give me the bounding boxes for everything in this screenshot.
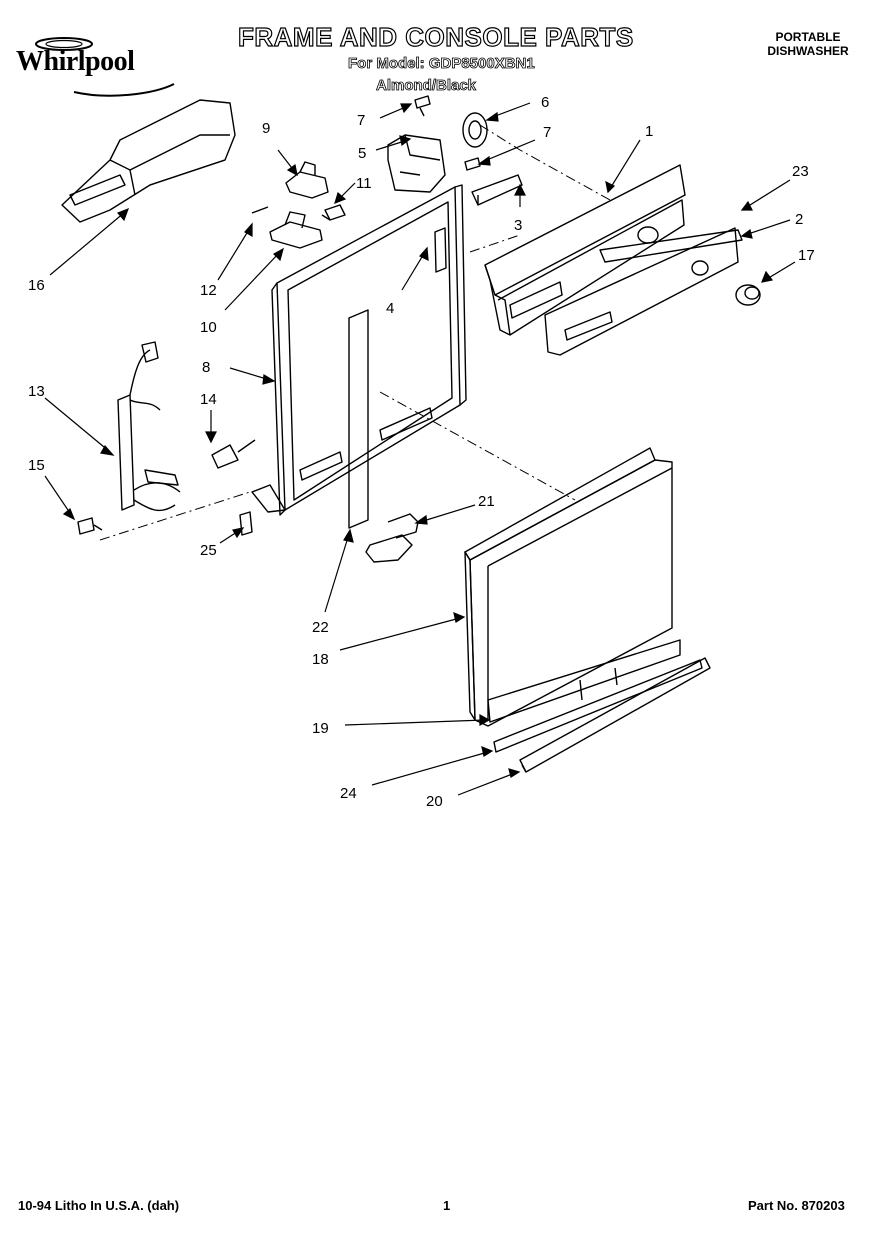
callout-17: 17 <box>798 247 815 264</box>
part-8-door-frame <box>251 184 467 516</box>
callout-22: 22 <box>312 619 329 636</box>
leader-14 <box>205 410 217 444</box>
product-type-line2: DISHWASHER <box>767 44 849 58</box>
part-10-bracket <box>269 211 323 249</box>
part-12-pin <box>251 206 269 214</box>
callout-14: 14 <box>200 391 217 408</box>
part-20-bottom-trim <box>519 657 711 773</box>
assembly-line-harness <box>99 491 251 541</box>
part-16-top-duct <box>61 99 236 223</box>
product-type-line1: PORTABLE <box>775 30 841 44</box>
leader-3 <box>514 183 526 207</box>
assembly-line-console <box>479 124 611 201</box>
footer-print-info: 10-94 Litho In U.S.A. (dah) <box>18 1198 180 1213</box>
callout-15: 15 <box>28 457 45 474</box>
leader-6 <box>485 102 531 122</box>
callout-7-right: 7 <box>543 124 551 141</box>
footer-part-number: Part No. 870203 <box>748 1198 845 1213</box>
callout-6: 6 <box>541 94 549 111</box>
callout-10: 10 <box>200 319 217 336</box>
leader-21 <box>414 504 476 525</box>
callout-18: 18 <box>312 651 329 668</box>
part-19-lower-panel <box>487 639 681 723</box>
part-6-knob-dial <box>462 112 488 148</box>
part-3-bracket <box>471 174 523 206</box>
leader-13 <box>44 397 115 456</box>
leader-4 <box>401 246 429 291</box>
callout-2: 2 <box>795 211 803 228</box>
logo-swoosh-icon <box>35 37 175 97</box>
callout-3: 3 <box>514 217 522 234</box>
leader-2 <box>740 219 791 239</box>
callout-8: 8 <box>202 359 210 376</box>
leader-1 <box>605 139 641 194</box>
leader-9 <box>277 149 298 177</box>
part-13-wire-harness <box>117 341 181 512</box>
leader-15 <box>44 475 76 521</box>
assembly-line-bracket <box>469 234 521 253</box>
part-23-trim-strip <box>599 229 743 263</box>
callout-7-top: 7 <box>357 112 365 129</box>
callout-5: 5 <box>358 145 366 162</box>
part-18-door-panel <box>464 447 673 727</box>
brand-name: Whirlpool <box>16 46 135 77</box>
product-type: PORTABLE DISHWASHER <box>748 30 868 58</box>
color-line: Almond/Black <box>376 77 477 95</box>
part-9-switch <box>285 161 329 199</box>
callout-25: 25 <box>200 542 217 559</box>
callout-11: 11 <box>356 175 372 192</box>
leader-24 <box>371 746 494 786</box>
callout-24: 24 <box>340 785 357 802</box>
leader-10 <box>224 247 284 311</box>
callout-19: 19 <box>312 720 329 737</box>
footer-page-number: 1 <box>443 1198 451 1213</box>
part-25-clip <box>239 511 253 536</box>
part-24-trim <box>493 659 703 753</box>
callout-12: 12 <box>200 282 217 299</box>
page-title: FRAME AND CONSOLE PARTS <box>237 21 634 52</box>
part-1-console-panel <box>484 164 686 336</box>
callout-1: 1 <box>645 123 653 140</box>
part-17-knob <box>735 284 761 306</box>
part-22-insulation-strip <box>348 309 369 529</box>
leader-8 <box>229 367 276 385</box>
leader-7a <box>379 103 413 119</box>
callout-13: 13 <box>28 383 45 400</box>
leader-19 <box>344 713 491 727</box>
leader-5 <box>375 135 412 151</box>
leader-12 <box>217 222 253 281</box>
callout-4: 4 <box>386 300 394 317</box>
part-14-connector <box>211 439 256 469</box>
part-21-hinge <box>365 513 419 563</box>
callout-20: 20 <box>426 793 443 810</box>
leader-16 <box>49 207 130 276</box>
part-15-screw <box>77 517 103 535</box>
part-7-screw-right <box>464 157 481 171</box>
leader-22 <box>324 528 354 613</box>
leader-7b <box>477 139 536 166</box>
callout-16: 16 <box>28 277 45 294</box>
model-line: For Model: GDP8500XBN1 <box>348 55 536 73</box>
part-11-clip <box>321 204 346 221</box>
leader-11 <box>334 182 356 205</box>
callout-9: 9 <box>262 120 270 137</box>
leader-23 <box>740 179 791 211</box>
leader-20 <box>457 768 521 796</box>
assembly-line-door <box>379 391 576 501</box>
leader-18 <box>339 612 466 651</box>
callout-21: 21 <box>478 493 495 510</box>
leader-25 <box>219 527 245 544</box>
brand-logo: Whirlpool <box>14 32 184 104</box>
part-7-screw-top <box>414 95 431 117</box>
callout-23: 23 <box>792 163 809 180</box>
leader-17 <box>761 261 796 283</box>
part-2-control-panel <box>544 226 739 356</box>
